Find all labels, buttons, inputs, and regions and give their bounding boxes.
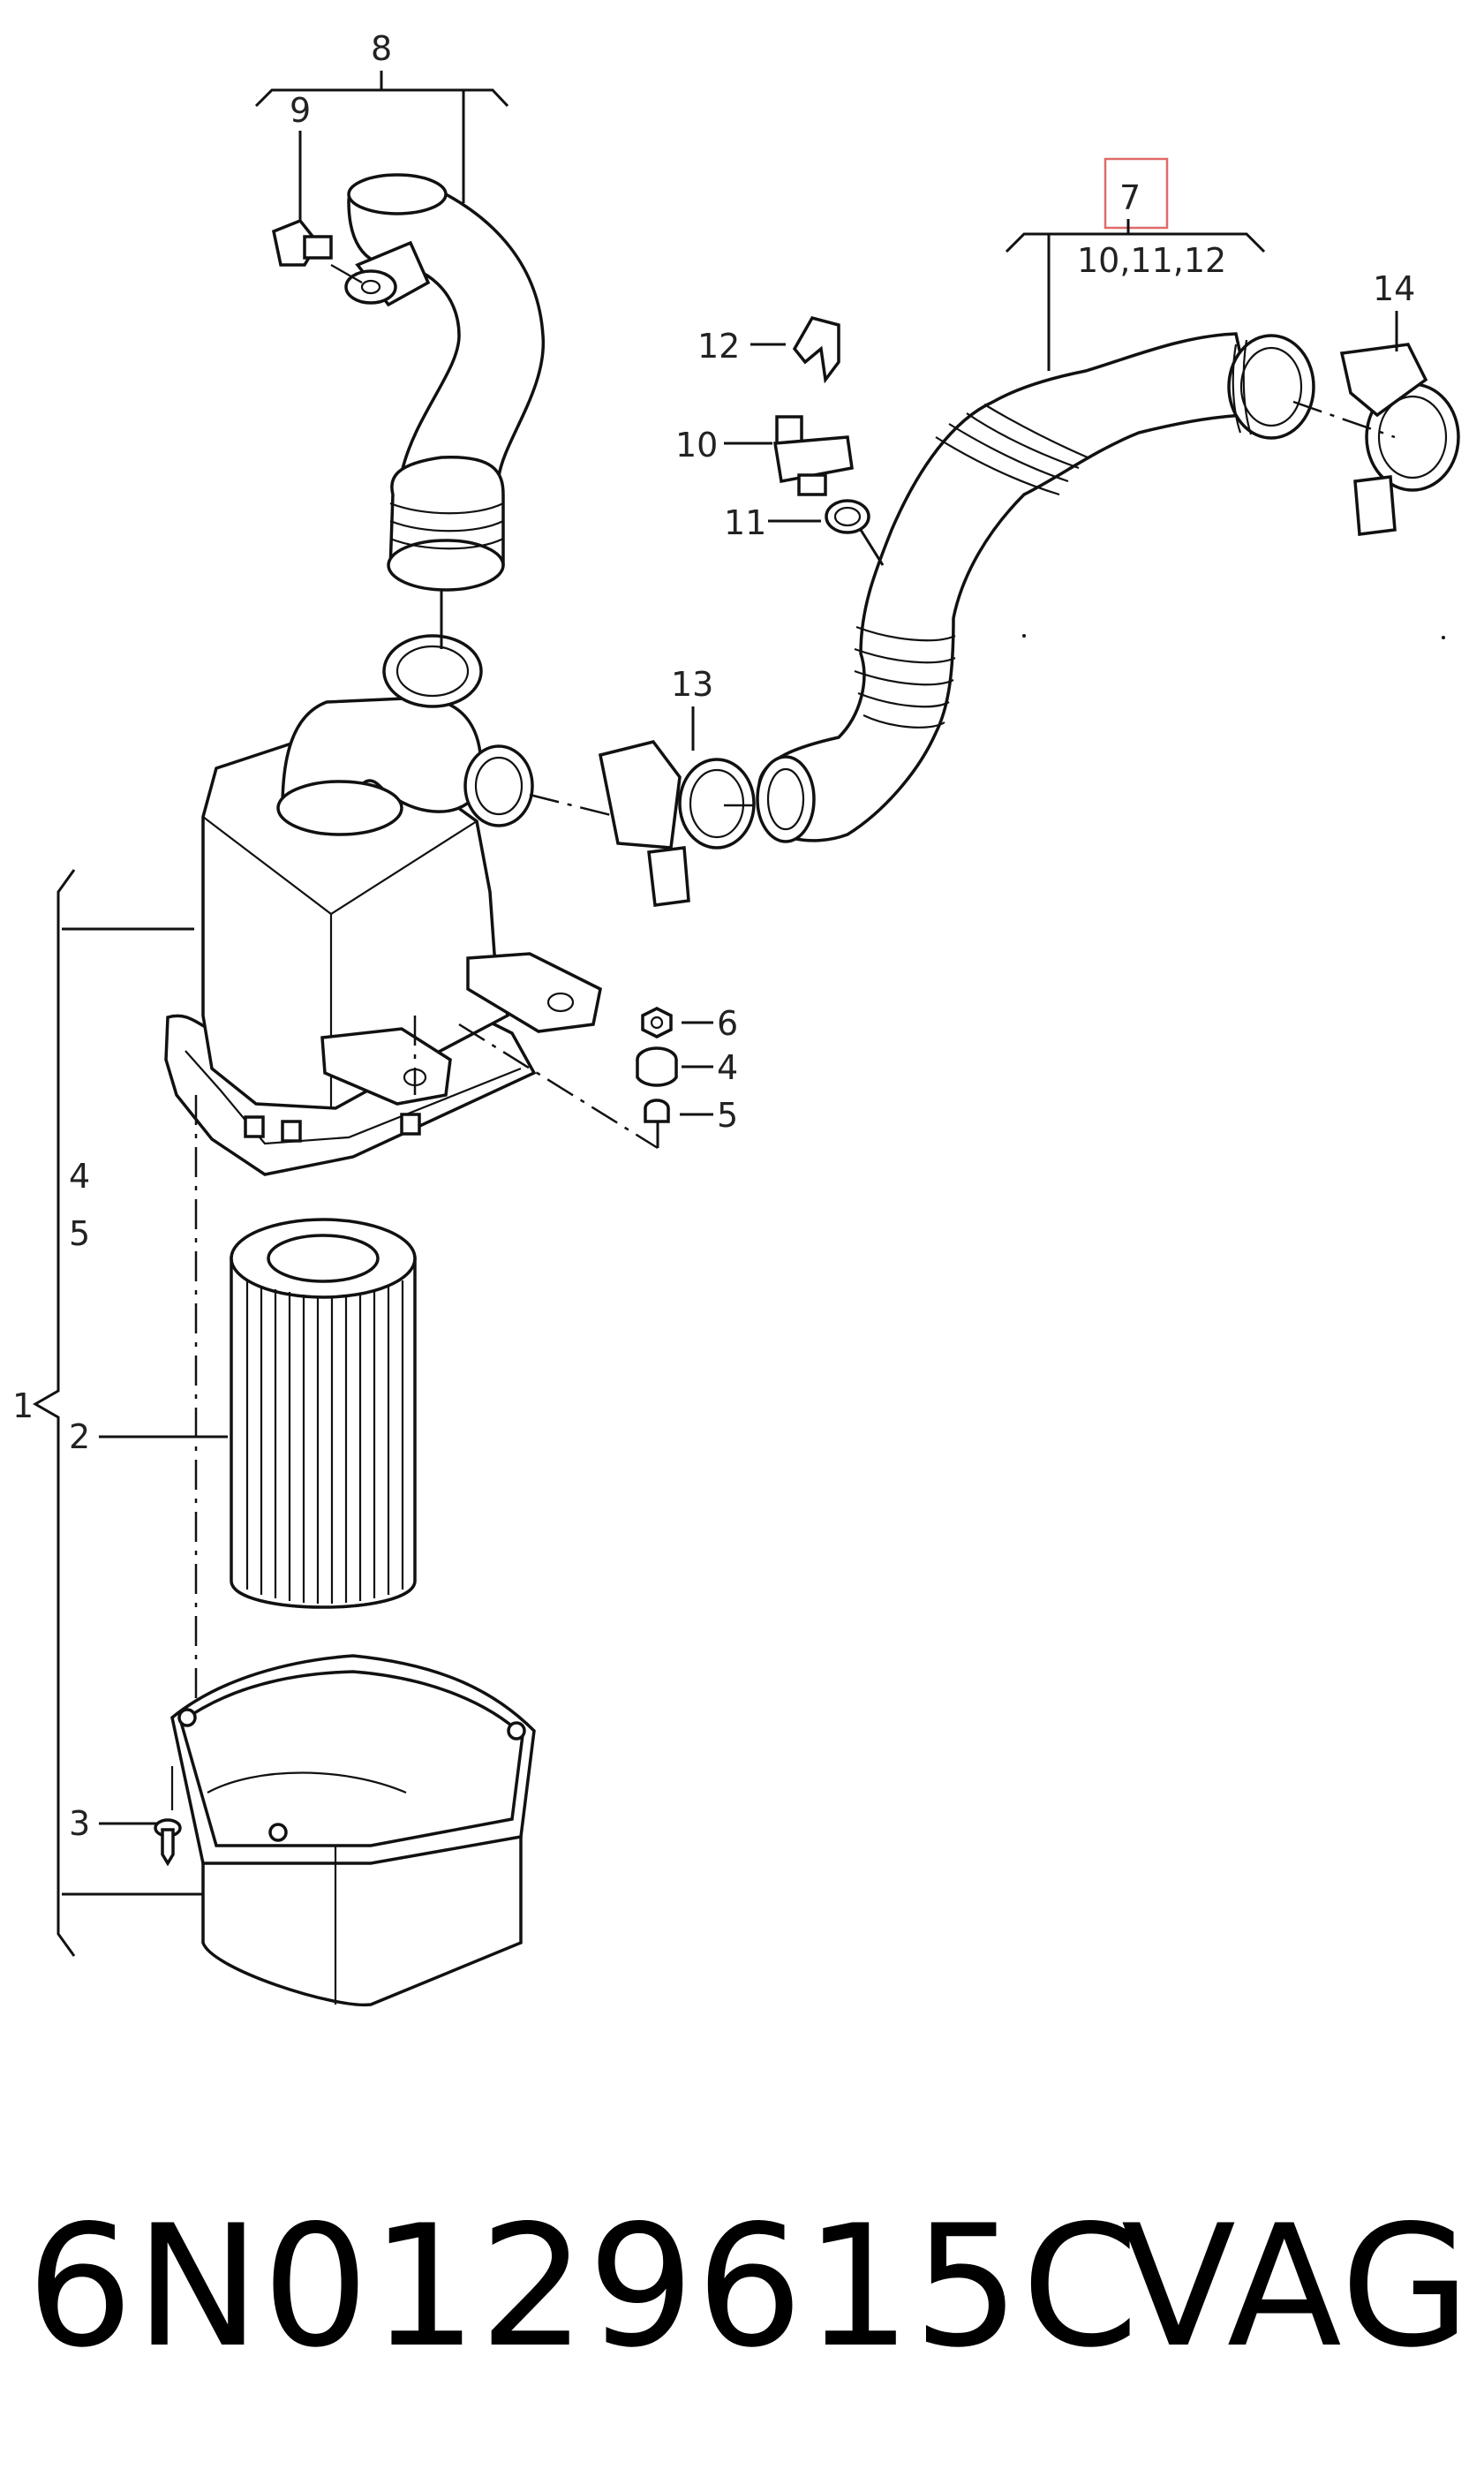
hose-clamp-13: [598, 740, 756, 907]
assembly-line-14: [1292, 400, 1396, 439]
callout-10: 10: [675, 426, 718, 464]
assembly-line-mount: [413, 1016, 659, 1150]
group-1-brace: [32, 869, 203, 1957]
sensor-10: [772, 415, 854, 496]
brand-name: VAG: [1121, 2189, 1473, 2384]
footer: 6N0129615C VAG: [26, 2186, 1471, 2389]
callout-1: 1: [12, 1386, 34, 1425]
callout-2: 2: [69, 1417, 90, 1456]
callout-4-left: 4: [69, 1157, 90, 1196]
callout-7: 7: [1119, 178, 1141, 217]
callout-12: 12: [697, 327, 740, 366]
callout-9: 9: [290, 91, 311, 130]
assembly-line-13: [529, 793, 759, 819]
part-number: 6N0129615C: [26, 2189, 1141, 2384]
callout-5-left: 5: [69, 1214, 90, 1253]
mount-parts: [636, 1007, 678, 1123]
callout-5-right: 5: [717, 1096, 738, 1135]
callout-8: 8: [371, 29, 392, 68]
callout-14: 14: [1373, 269, 1415, 308]
callout-11: 11: [724, 503, 766, 542]
intake-hose-8: [344, 173, 546, 592]
o-ring-11: [825, 499, 870, 534]
air-filter-housing-bottom: [154, 1654, 536, 2007]
hose-clamp-14: [1339, 343, 1460, 536]
callout-6: 6: [717, 1004, 738, 1043]
callout-13: 13: [671, 665, 713, 704]
charge-air-hose-7: [756, 332, 1315, 843]
air-filter-element: [230, 1218, 417, 1609]
sensor-9: [271, 218, 363, 283]
highlight-7: [1104, 157, 1169, 230]
callout-4-right: 4: [717, 1048, 738, 1087]
callout-7-sub: 10,11,12: [1077, 241, 1226, 280]
retaining-clip-12: [792, 315, 840, 384]
air-filter-housing-top: [164, 634, 602, 1176]
callout-3: 3: [69, 1804, 90, 1843]
bracket-7: [1005, 232, 1266, 253]
